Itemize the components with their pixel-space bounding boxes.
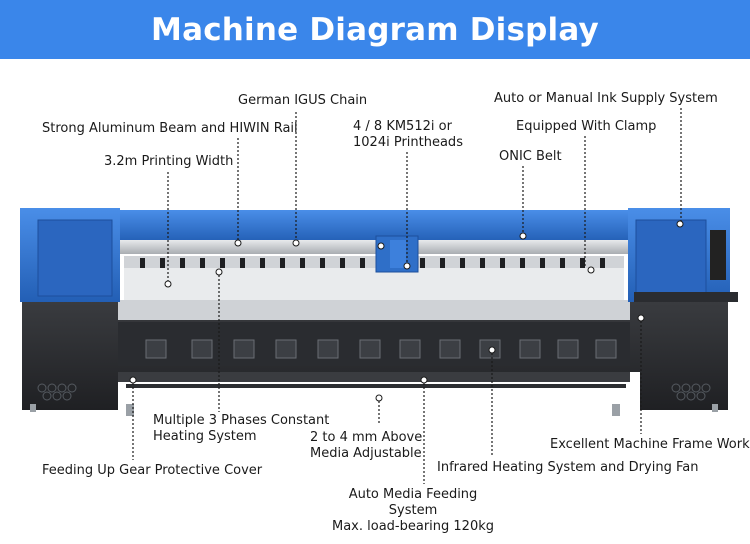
label-printheads-line2: 1024i Printheads: [353, 135, 463, 150]
page-title: Machine Diagram Display: [151, 11, 599, 48]
label-media-line1: 2 to 4 mm Above: [310, 430, 423, 445]
label-clamp: Equipped With Clamp: [516, 119, 657, 134]
clamps: [140, 258, 605, 268]
label-media-adjustable: 2 to 4 mm Above Media Adjustable: [310, 430, 422, 462]
label-aluminum-beam: Strong Aluminum Beam and HIWIN Rail: [42, 121, 298, 136]
label-gear-cover: Feeding Up Gear Protective Cover: [42, 463, 263, 478]
right-vent: [671, 383, 711, 401]
label-frame-work: Excellent Machine Frame Work: [550, 437, 750, 452]
machine-feet: [30, 404, 718, 416]
label-heating-line1: Multiple 3 Phases Constant: [153, 413, 330, 428]
label-heating-line2: Heating System: [153, 429, 257, 444]
left-vent: [37, 383, 77, 401]
label-infrared: Infrared Heating System and Drying Fan: [437, 460, 699, 475]
label-printheads-line1: 4 / 8 KM512i or: [353, 119, 452, 134]
label-onic-belt: ONIC Belt: [499, 149, 562, 164]
leader-lines: [132, 108, 682, 484]
side-shelf: [634, 292, 738, 302]
label-ink-supply: Auto or Manual Ink Supply System: [494, 91, 718, 106]
drying-fans: [145, 339, 617, 359]
label-feeding-line2: Max. load-bearing 120kg: [331, 519, 494, 534]
header-banner: Machine Diagram Display: [0, 0, 750, 59]
platen: [124, 256, 624, 268]
pointer-dots: [129, 220, 684, 402]
control-panel: [710, 230, 726, 280]
floor-bar: [126, 384, 626, 388]
media-roller: [118, 372, 630, 382]
label-media-line2: Media Adjustable: [310, 446, 422, 461]
label-printing-width: 3.2m Printing Width: [104, 154, 234, 169]
label-igus-chain: German IGUS Chain: [238, 93, 368, 108]
aluminum-beam: [118, 210, 630, 242]
label-media-feeding: Auto Media Feeding System Max. load-bear…: [324, 487, 502, 535]
label-feeding-line1: Auto Media Feeding System: [348, 487, 478, 518]
label-heating-system: Multiple 3 Phases Constant Heating Syste…: [153, 413, 329, 445]
label-printheads: 4 / 8 KM512i or 1024i Printheads: [353, 119, 463, 151]
